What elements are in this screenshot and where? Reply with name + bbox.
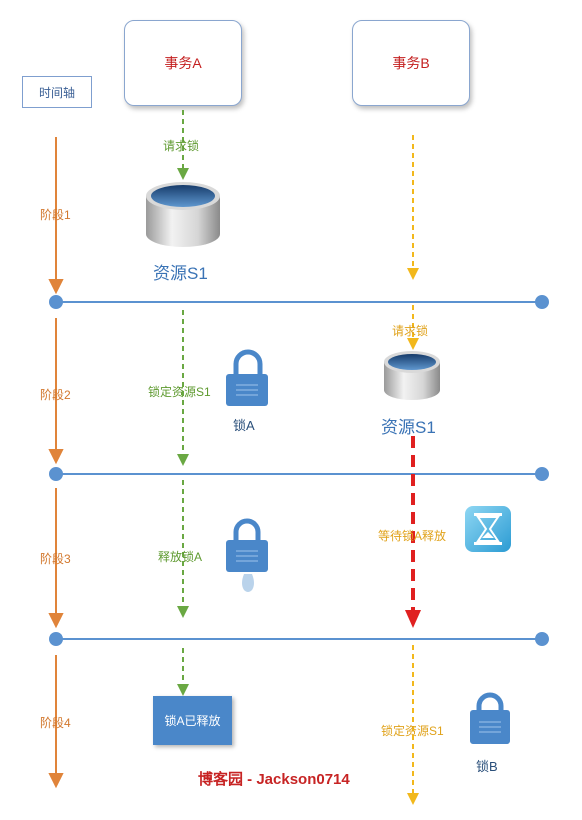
blocked-wait-arrow — [405, 436, 421, 628]
stage-dividers — [49, 295, 549, 646]
lock-a-released-text: 锁A已释放 — [164, 714, 221, 728]
database-icon-small — [384, 351, 440, 400]
transaction-a-title: 事务A — [164, 55, 202, 71]
transaction-a-box: 事务A — [124, 20, 242, 106]
resource-s1-label-2: 资源S1 — [381, 418, 436, 437]
lock-b-icon — [470, 692, 510, 744]
timeline-arrows — [48, 137, 64, 789]
timeline-label-box: 时间轴 — [22, 76, 92, 108]
b-lock-resource-label: 锁定资源S1 — [381, 724, 444, 738]
lock-b-label: 锁B — [476, 759, 498, 774]
transaction-b-box: 事务B — [352, 20, 470, 106]
transaction-b-arrowheads — [407, 268, 419, 805]
stage-4-label: 阶段4 — [40, 716, 71, 730]
stage-1-label: 阶段1 — [40, 208, 71, 222]
lock-a-label: 锁A — [233, 418, 255, 433]
lock-a-icon — [226, 349, 268, 406]
a-lock-resource-label: 锁定资源S1 — [148, 385, 211, 399]
stage-3-label: 阶段3 — [40, 552, 71, 566]
lock-a-released-box: 锁A已释放 — [153, 696, 232, 745]
b-request-lock-label: 请求锁 — [392, 324, 429, 338]
a-request-lock-label: 请求锁 — [163, 139, 200, 153]
stage-2-label: 阶段2 — [40, 388, 71, 402]
transaction-b-title: 事务B — [392, 55, 430, 71]
releasing-lock-icon — [226, 518, 268, 592]
resource-s1-label-1: 资源S1 — [153, 264, 208, 283]
hourglass-icon — [465, 506, 511, 552]
footer-watermark: 博客园 - Jackson0714 — [198, 771, 350, 788]
timeline-label: 时间轴 — [38, 85, 75, 100]
b-wait-lock-label: 等待锁A释放 — [378, 529, 447, 543]
database-icon-large — [146, 182, 220, 247]
transaction-a-arrowheads — [177, 168, 189, 696]
a-release-lock-label: 释放锁A — [158, 550, 203, 564]
